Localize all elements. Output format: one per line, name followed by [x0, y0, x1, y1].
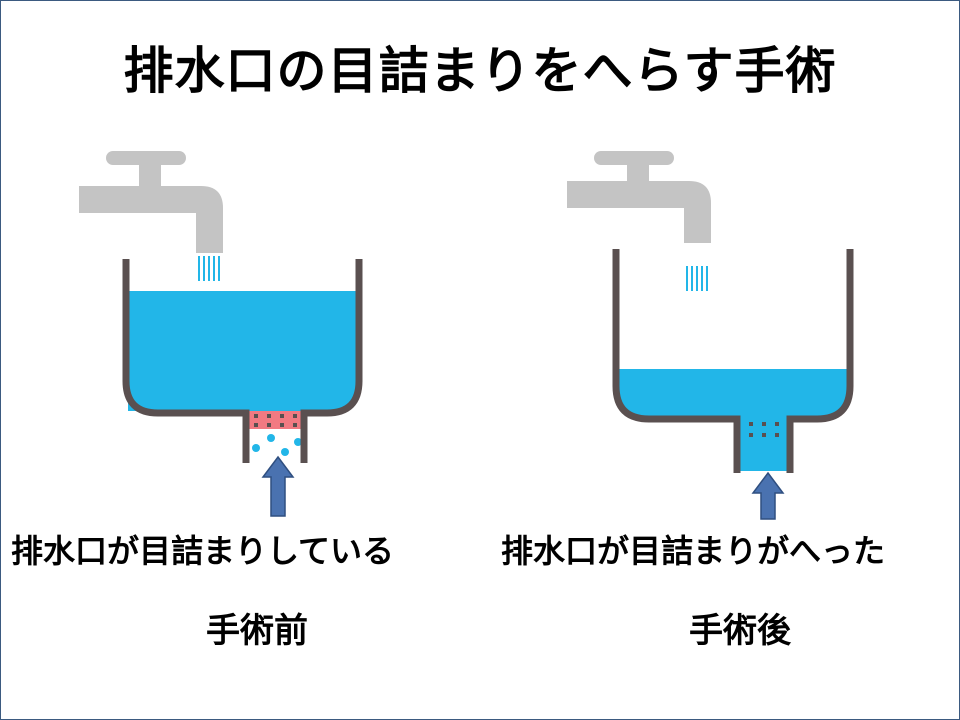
before-caption: 手術前	[206, 611, 308, 651]
faucet-before	[79, 151, 223, 253]
before-label: 排水口が目詰まりしている	[11, 532, 395, 570]
sink-outline-after	[612, 249, 854, 473]
sink-water-after	[617, 369, 848, 471]
faucet-after	[567, 151, 711, 243]
after-label: 排水口が目詰まりがへった	[501, 532, 886, 570]
debris-dots	[252, 434, 302, 456]
after-caption: 手術後	[689, 611, 791, 651]
arrow-up-icon	[261, 455, 295, 517]
water-stream-after	[686, 266, 708, 291]
sink-water-before-bottom	[128, 291, 357, 411]
water-stream-before	[198, 256, 220, 281]
slide-title: 排水口の目詰まりをへらす手術	[123, 42, 837, 100]
sink-outline-before	[122, 259, 363, 463]
arrow-up-icon	[751, 471, 785, 520]
clear-drain-holes	[749, 422, 779, 437]
clog-marks	[248, 411, 302, 429]
